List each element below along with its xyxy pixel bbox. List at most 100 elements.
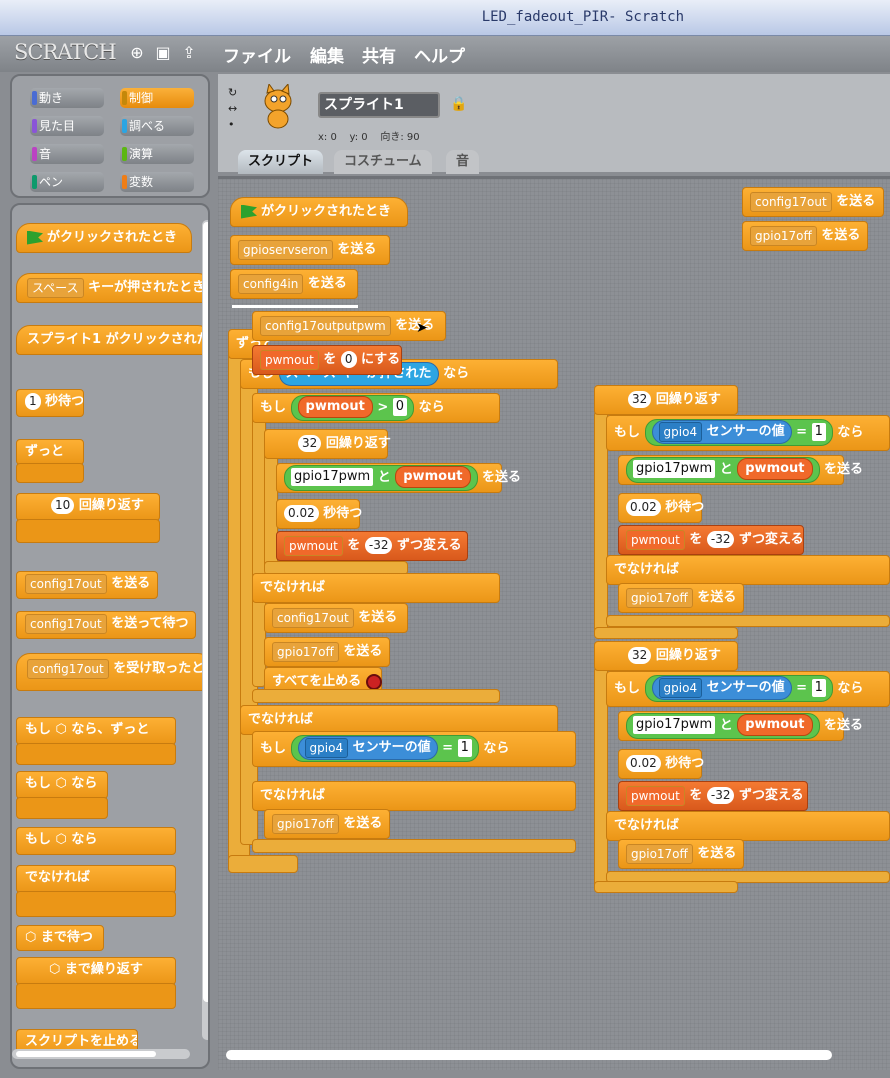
drop-indicator: [232, 305, 358, 308]
palette-if[interactable]: もし ⬡ なら: [16, 771, 108, 799]
set-var-block[interactable]: pwmout を 0 にする: [252, 345, 402, 375]
rotate-style-icon[interactable]: ↻: [228, 86, 238, 99]
tab-sounds[interactable]: 音: [446, 150, 480, 174]
repeat-block[interactable]: 32 回繰り返す: [264, 429, 391, 459]
broadcast-pwm-block[interactable]: gpio17pwm と pwmout を送る: [618, 711, 863, 741]
palette-ifelse[interactable]: もし ⬡ なら: [16, 827, 176, 855]
palette-repeat-until[interactable]: ⬡ まで繰り返す: [16, 957, 176, 985]
sprite-name-field[interactable]: スプライト1: [318, 92, 440, 118]
window-title: LED_fadeout_PIR- Scratch: [481, 9, 684, 25]
green-flag-icon: [241, 204, 257, 219]
else-block[interactable]: でなければ: [252, 781, 576, 811]
menu-edit[interactable]: 編集: [310, 47, 344, 67]
globe-icon[interactable]: ⊕: [130, 43, 144, 62]
category-operators[interactable]: 演算: [120, 144, 194, 164]
palette-forever[interactable]: ずっと: [16, 439, 84, 465]
palette-if-foot: [16, 797, 108, 819]
flip-style-icon[interactable]: ↔: [228, 102, 238, 115]
category-motion[interactable]: 動き: [30, 88, 104, 108]
category-sensing[interactable]: 調べる: [120, 116, 194, 136]
script-area[interactable]: がクリックされたとき gpioservseron を送る config4in を…: [218, 176, 890, 1070]
if-foot: [252, 689, 500, 703]
broadcast-block[interactable]: config17out を送る: [264, 603, 408, 633]
broadcast-block[interactable]: gpio17off を送る: [264, 637, 390, 667]
forever-foot: [228, 855, 298, 873]
palette-sprite-hat[interactable]: スプライト1 がクリックされたとき: [16, 325, 208, 355]
else-block[interactable]: でなければ: [606, 811, 890, 841]
palette-if-forever-foot: [16, 743, 176, 765]
change-var-block[interactable]: pwmout を -32 ずつ変える: [618, 525, 804, 555]
menu-share[interactable]: 共有: [362, 47, 396, 67]
palette-broadcast-wait[interactable]: config17out を送って待つ: [16, 611, 196, 639]
tab-costumes[interactable]: コスチューム: [334, 150, 432, 174]
wait-block[interactable]: 0.02 秒待つ: [618, 493, 704, 523]
palette-key-hat[interactable]: スペース キーが押されたとき: [16, 273, 208, 303]
palette-repeat-until-foot: [16, 983, 176, 1009]
palette-horizontal-scrollbar[interactable]: [12, 1049, 190, 1059]
repeat-foot: [594, 627, 738, 639]
wait-block[interactable]: 0.02 秒待つ: [618, 749, 704, 779]
broadcast-block[interactable]: gpioservseron を送る: [230, 235, 390, 265]
stop-sign-icon: [365, 673, 382, 690]
sprite-info-panel: ↻ ↔ • スプライト1 🔒 x: 0 y: 0 向き: 90 スクリプト コス…: [218, 74, 890, 174]
palette-flag-hat[interactable]: がクリックされたとき: [16, 223, 192, 253]
palette-ifelse-foot: [16, 891, 176, 917]
broadcast-block[interactable]: config17outputpwm を送る: [252, 311, 446, 341]
lock-icon[interactable]: 🔒: [450, 96, 468, 112]
repeat-block[interactable]: 32 回繰り返す: [594, 385, 738, 415]
broadcast-pwm-block[interactable]: gpio17pwm と pwmout を送る: [276, 463, 521, 493]
scratch-logo: SCRATCH: [14, 40, 117, 64]
palette-else[interactable]: でなければ: [16, 865, 176, 893]
tab-scripts[interactable]: スクリプト: [238, 150, 324, 174]
palette-if-forever[interactable]: もし ⬡ なら、ずっと: [16, 717, 176, 745]
if-pwmout-block[interactable]: もし pwmout > 0 なら: [252, 393, 500, 423]
repeat-block[interactable]: 32 回繰り返す: [594, 641, 738, 671]
sprite-coords: x: 0 y: 0 向き: 90: [318, 132, 420, 143]
palette-vertical-scrollbar[interactable]: [202, 220, 208, 1040]
no-rotate-icon[interactable]: •: [228, 118, 235, 131]
if-sensor-block[interactable]: もし gpio4 センサーの値 = 1 なら: [252, 731, 576, 767]
category-pen[interactable]: ペン: [30, 172, 104, 192]
script-horizontal-scrollbar[interactable]: [226, 1050, 832, 1060]
broadcast-block[interactable]: gpio17off を送る: [618, 839, 744, 869]
change-var-block[interactable]: pwmout を -32 ずつ変える: [618, 781, 808, 811]
mouse-cursor-icon: ➤: [416, 320, 428, 336]
broadcast-block[interactable]: gpio17off を送る: [742, 221, 868, 251]
if-sensor-block[interactable]: もし gpio4 センサーの値 = 1 なら: [606, 415, 890, 451]
if-sensor-block[interactable]: もし gpio4 センサーの値 = 1 なら: [606, 671, 890, 707]
palette-forever-foot: [16, 463, 84, 483]
save-icon[interactable]: ▣: [155, 43, 171, 62]
broadcast-pwm-block[interactable]: gpio17pwm と pwmout を送る: [618, 455, 863, 485]
category-sound[interactable]: 音: [30, 144, 104, 164]
palette-receive-hat[interactable]: config17out を受け取ったとき: [16, 653, 208, 691]
wait-block[interactable]: 0.02 秒待つ: [276, 499, 362, 529]
if-foot: [606, 615, 890, 627]
palette-repeat[interactable]: 10 回繰り返す: [16, 493, 160, 521]
green-flag-icon: [27, 230, 43, 245]
menu-file[interactable]: ファイル: [223, 47, 291, 67]
broadcast-block[interactable]: config4in を送る: [230, 269, 358, 299]
category-panel: 動き 制御 見た目 調べる 音 演算 ペン 変数: [10, 74, 210, 198]
title-bar: LED_fadeout_PIR- Scratch: [0, 0, 890, 36]
category-control[interactable]: 制御: [120, 88, 194, 108]
if-foot: [252, 839, 576, 853]
change-var-block[interactable]: pwmout を -32 ずつ変える: [276, 531, 468, 561]
palette-wait[interactable]: 1 秒待つ: [16, 389, 84, 417]
cat-sprite-icon: [264, 84, 292, 129]
share-icon[interactable]: ⇪: [182, 43, 196, 62]
block-palette: がクリックされたとき スペース キーが押されたとき スプライト1 がクリックされ…: [10, 203, 210, 1069]
category-looks[interactable]: 見た目: [30, 116, 104, 136]
broadcast-block[interactable]: gpio17off を送る: [618, 583, 744, 613]
else-block[interactable]: でなければ: [606, 555, 890, 585]
broadcast-block[interactable]: gpio17off を送る: [264, 809, 390, 839]
palette-broadcast[interactable]: config17out を送る: [16, 571, 158, 599]
palette-wait-until[interactable]: ⬡ まで待つ: [16, 925, 104, 951]
flag-hat-block[interactable]: がクリックされたとき: [230, 197, 408, 227]
repeat-foot: [594, 881, 738, 893]
menu-bar: SCRATCH ⊕ ▣ ⇪ ファイル 編集 共有 ヘルプ: [0, 36, 890, 72]
category-variables[interactable]: 変数: [120, 172, 194, 192]
palette-repeat-foot: [16, 519, 160, 543]
else-block[interactable]: でなければ: [252, 573, 500, 603]
broadcast-block[interactable]: config17out を送る: [742, 187, 884, 217]
menu-help[interactable]: ヘルプ: [414, 47, 465, 67]
